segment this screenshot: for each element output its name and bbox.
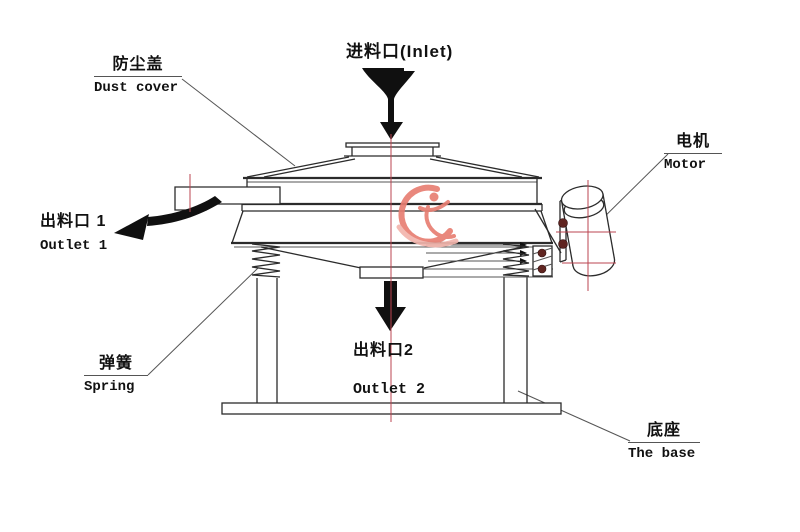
outlet2-label-zh: 出料口2 — [353, 342, 414, 359]
motor-bracket-block — [532, 245, 553, 277]
inlet-funnel-arrow — [362, 68, 415, 140]
outlet1-label-en: Outlet 1 — [40, 238, 108, 254]
motor-label-zh: 电机 — [664, 127, 722, 154]
bracket-bolt-icon — [537, 248, 547, 258]
center-lines — [189, 134, 616, 422]
motor-bolt-icon — [558, 239, 568, 249]
left-leg — [256, 278, 278, 403]
bracket-bolt-icon — [537, 264, 547, 274]
label-base: 底座 The base — [628, 416, 700, 462]
dust-cover-label-zh: 防尘盖 — [94, 50, 182, 77]
inlet-collar — [345, 142, 440, 148]
label-dust-cover: 防尘盖 Dust cover — [94, 50, 182, 96]
spring-leader — [147, 267, 259, 376]
outlet1-label-zh: 出料口 1 — [40, 213, 107, 230]
dust-cover-label-en: Dust cover — [94, 80, 179, 96]
brand-logo — [396, 184, 459, 248]
base-leader — [517, 390, 631, 442]
label-motor: 电机 Motor — [664, 127, 722, 173]
motor-label-en: Motor — [664, 157, 707, 173]
label-spring: 弹簧 Spring — [84, 349, 148, 395]
dust-cover-leader — [181, 78, 296, 167]
dust-cover-shape — [246, 156, 540, 178]
left-spring — [251, 243, 281, 278]
outlet1-arrow — [114, 196, 222, 240]
label-inlet: 进料口(Inlet) — [346, 42, 454, 61]
right-spring — [502, 243, 530, 277]
base-label-en: The base — [628, 446, 696, 462]
spring-label-zh: 弹簧 — [84, 349, 148, 376]
outlet1-spout — [174, 186, 281, 211]
sieve-body — [231, 142, 553, 279]
spring-label-en: Spring — [84, 379, 135, 395]
right-leg — [503, 277, 528, 403]
motor-bolt-icon — [558, 218, 568, 228]
base-label-zh: 底座 — [628, 416, 700, 443]
outlet2-label-en: Outlet 2 — [353, 381, 426, 398]
label-outlet-2: 出料口2 Outlet 2 — [353, 336, 425, 398]
label-outlet-1: 出料口 1 Outlet 1 — [40, 207, 107, 254]
